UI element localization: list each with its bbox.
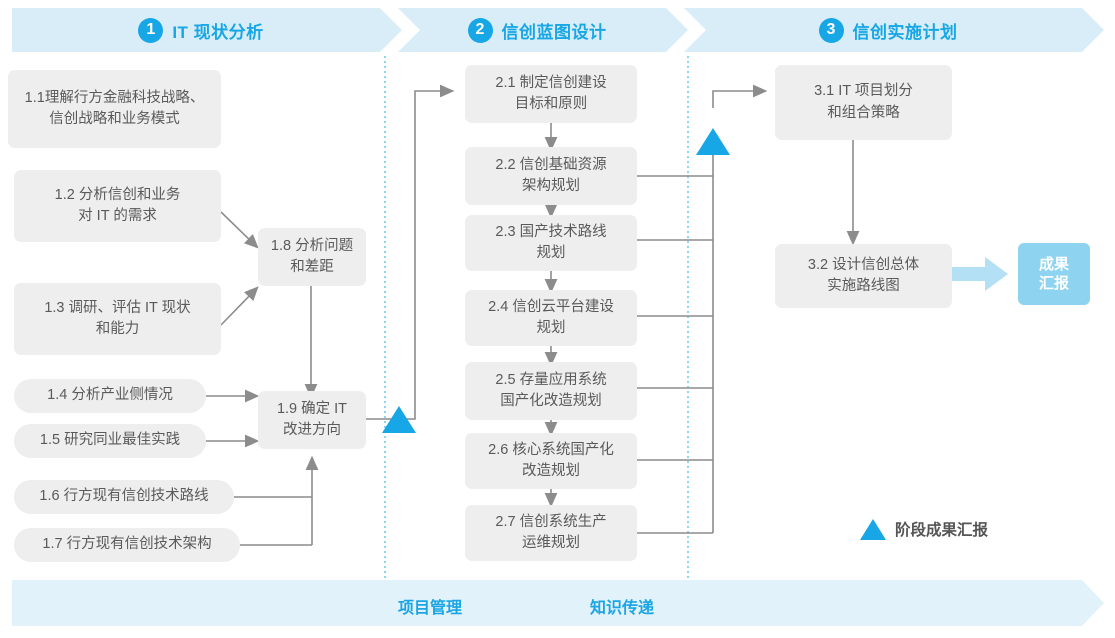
phase-1-number: 1 (138, 17, 164, 43)
phase-band-2[interactable]: 2 信创蓝图设计 (398, 8, 688, 52)
box-1-2[interactable]: 1.2 分析信创和业务 对 IT 的需求 (14, 170, 221, 242)
bottom-label-knowledge-transfer: 知识传递 (590, 600, 655, 617)
box-1-7[interactable]: 1.7 行方现有信创技术架构 (14, 528, 240, 562)
box-2-5[interactable]: 2.5 存量应用系统 国产化改造规划 (465, 362, 637, 420)
result-badge[interactable]: 成果 汇报 (1018, 243, 1090, 305)
legend-label: 阶段成果汇报 (895, 522, 989, 539)
box-1-5[interactable]: 1.5 研究同业最佳实践 (14, 424, 206, 458)
bottom-label-project-management: 项目管理 (398, 600, 463, 617)
phase-3-number: 3 (818, 17, 844, 43)
legend: 阶段成果汇报 (860, 518, 988, 540)
result-arrow (947, 257, 1008, 291)
phase-2-title: 信创蓝图设计 (501, 22, 607, 42)
milestone-marker-phase2 (696, 128, 730, 155)
phase-3-content: 3 信创实施计划 (818, 17, 958, 43)
box-1-6[interactable]: 1.6 行方现有信创技术路线 (14, 480, 234, 514)
milestone-marker-phase1 (382, 406, 416, 433)
phase-1-content: 1 IT 现状分析 (138, 17, 264, 43)
box-1-3[interactable]: 1.3 调研、评估 IT 现状 和能力 (14, 283, 221, 355)
box-2-7[interactable]: 2.7 信创系统生产 运维规划 (465, 505, 637, 561)
milestone-triangle-icon (860, 518, 886, 540)
phase-band-3[interactable]: 3 信创实施计划 (684, 8, 1104, 52)
phase-2-number: 2 (467, 17, 493, 43)
phase-3-title: 信创实施计划 (852, 22, 958, 42)
box-1-9[interactable]: 1.9 确定 IT 改进方向 (258, 391, 366, 449)
phase-band-1[interactable]: 1 IT 现状分析 (12, 8, 402, 52)
box-1-1[interactable]: 1.1理解行方金融科技战略、 信创战略和业务模式 (8, 70, 221, 148)
bottom-band (12, 580, 1104, 626)
box-2-4[interactable]: 2.4 信创云平台建设 规划 (465, 290, 637, 346)
box-2-2[interactable]: 2.2 信创基础资源 架构规划 (465, 147, 637, 205)
box-2-1[interactable]: 2.1 制定信创建设 目标和原则 (465, 65, 637, 123)
box-1-8[interactable]: 1.8 分析问题 和差距 (258, 228, 366, 286)
box-3-2[interactable]: 3.2 设计信创总体 实施路线图 (775, 244, 952, 308)
box-2-6[interactable]: 2.6 核心系统国产化 改造规划 (465, 433, 637, 489)
phase-1-title: IT 现状分析 (172, 22, 264, 42)
box-2-3[interactable]: 2.3 国产技术路线 规划 (465, 215, 637, 271)
box-3-1[interactable]: 3.1 IT 项目划分 和组合策略 (775, 65, 952, 140)
box-1-4[interactable]: 1.4 分析产业侧情况 (14, 379, 206, 413)
phase-2-content: 2 信创蓝图设计 (467, 17, 607, 43)
